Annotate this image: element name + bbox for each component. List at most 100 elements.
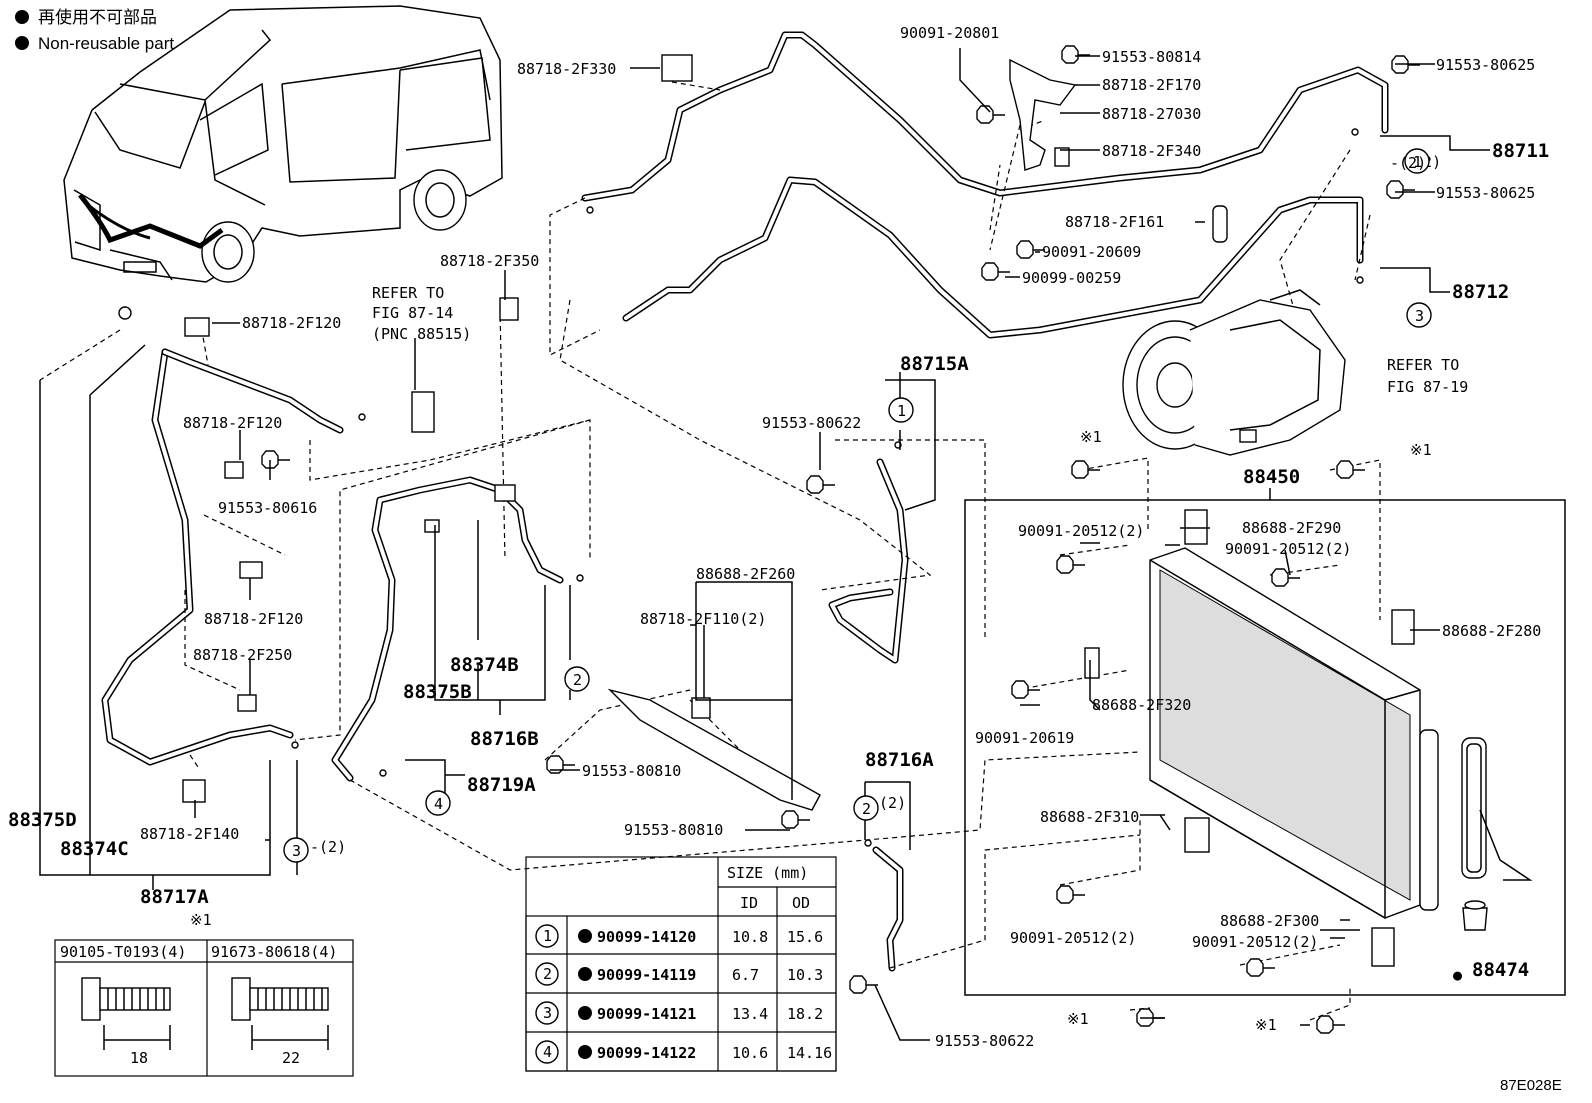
circle-label: 2 — [573, 671, 582, 689]
pipes — [101, 31, 1389, 972]
callout: 90091-20619 — [975, 729, 1074, 747]
oring-number-circle — [535, 962, 559, 986]
bolt-icon — [1056, 555, 1085, 574]
clamp-icon — [1054, 147, 1070, 167]
bracket-icon — [1184, 817, 1210, 853]
clamp-icon — [182, 779, 206, 803]
bracket-icon — [607, 688, 821, 811]
id-header: ID — [740, 894, 758, 912]
callout: 88374B — [450, 654, 519, 676]
callout: 90091-20512(2) — [1010, 929, 1136, 947]
oring-icon — [586, 206, 594, 214]
sensor-icon — [411, 391, 435, 433]
callout: 88718-2F120 — [183, 414, 282, 432]
bolt-table: 90105-T0193(4) 91673-80618(4) 18 22 — [54, 939, 354, 1077]
bolt-icon — [1056, 885, 1085, 904]
reference-line: REFER TO — [1387, 356, 1459, 374]
callout: 88716B — [470, 728, 539, 750]
bolts — [261, 45, 1420, 1034]
clamp-icon — [661, 54, 693, 82]
bolt-icon — [231, 977, 329, 1050]
oring-part-number: 90099-14119 — [597, 966, 696, 984]
oring-od: 14.16 — [787, 1044, 832, 1062]
oring-icon — [864, 839, 872, 847]
non-reusable-marker-icon — [15, 10, 29, 24]
bolt-icon — [1271, 568, 1300, 587]
references: REFER TO FIG 87-14 (PNC 88515) REFER TO … — [372, 284, 1468, 396]
bolt-icon — [1016, 240, 1045, 259]
bolt-icon — [1316, 1015, 1345, 1034]
oring-part-number: 90099-14120 — [597, 928, 696, 946]
callout: 88718-2F161 — [1065, 213, 1164, 231]
callout: 88718-2F330 — [517, 60, 616, 78]
callout: 88718-2F250 — [193, 646, 292, 664]
callout: 91553-80622 — [935, 1032, 1034, 1050]
part-shapes — [118, 54, 1488, 967]
bracket-icon — [1371, 927, 1395, 967]
reference-line: (PNC 88515) — [372, 325, 471, 343]
callout: -(2) — [1390, 154, 1426, 172]
callout: 88374C — [60, 838, 129, 860]
callout: 88718-2F110(2) — [640, 610, 766, 628]
bolt-icon — [261, 450, 290, 469]
callout: 91553-80625 — [1436, 56, 1535, 74]
oring-id: 13.4 — [732, 1005, 768, 1023]
oring-number-circle — [535, 1040, 559, 1064]
bolt-length: 22 — [282, 1049, 300, 1067]
clamp-icon — [224, 461, 244, 479]
callout: 91553-80810 — [582, 762, 681, 780]
callout: 91553-80616 — [218, 499, 317, 517]
circle-label: 3 — [1415, 307, 1424, 325]
callout: ※1 — [1067, 1010, 1089, 1028]
callout: 88718-2F140 — [140, 825, 239, 843]
callout: 90099-00259 — [1022, 269, 1121, 287]
callout: 88688-2F310 — [1040, 808, 1139, 826]
non-reusable-marker-icon — [578, 1006, 592, 1020]
bolt-part-number: 91673-80618(4) — [211, 943, 337, 961]
callout: 88718-2F120 — [242, 314, 341, 332]
van-illustration — [63, 5, 503, 283]
callout: 88712 — [1452, 281, 1509, 303]
callout: 88375D — [8, 809, 77, 831]
callout: 90091-20609 — [1042, 243, 1141, 261]
bracket-icon — [1009, 58, 1077, 171]
bolt-icon — [806, 475, 835, 494]
callout: 88688-2F260 — [696, 565, 795, 583]
callout: 88718-27030 — [1102, 105, 1201, 123]
od-header: OD — [792, 894, 810, 912]
bolt-icon — [1386, 180, 1415, 199]
callout: 90091-20512(2) — [1225, 540, 1351, 558]
compressor-icon — [1122, 289, 1346, 456]
bolt-icon — [981, 262, 1010, 281]
callout: 88450 — [1243, 466, 1300, 488]
clamp-icon — [239, 561, 263, 579]
callout: 88718-2F170 — [1102, 76, 1201, 94]
bolt-icon — [1336, 460, 1365, 479]
circle-label: 3 — [292, 842, 301, 860]
reference-line: FIG 87-14 — [372, 304, 453, 322]
non-reusable-marker-icon — [578, 967, 592, 981]
clamp-icon — [237, 694, 257, 712]
oring-part-number: 90099-14122 — [597, 1044, 696, 1062]
callout: 90091-20512(2) — [1192, 933, 1318, 951]
callout: 91553-80622 — [762, 414, 861, 432]
non-reusable-marker-icon — [578, 929, 592, 943]
bolt-icon — [1246, 958, 1275, 977]
size-header: SIZE (mm) — [727, 864, 808, 882]
oring-icon — [379, 769, 387, 777]
callouts: 88718-2F330 90091-20801 91553-80814 8871… — [8, 24, 1549, 1050]
oring-number: 3 — [543, 1004, 552, 1022]
callout: 88717A — [140, 886, 209, 908]
cap-icon — [118, 306, 132, 320]
oring-number: 1 — [543, 927, 552, 945]
oring-icon — [1351, 128, 1359, 136]
callout: 88688-2F320 — [1092, 696, 1191, 714]
callout: 90091-20512(2) — [1018, 522, 1144, 540]
callout: 88711 — [1492, 140, 1549, 162]
desiccant-icon — [1461, 737, 1488, 931]
oring-id: 10.6 — [732, 1044, 768, 1062]
callout: 88474 — [1472, 959, 1529, 981]
oring-number-circle — [535, 924, 559, 948]
non-reusable-marker-icon — [15, 36, 29, 50]
bolt-icon — [976, 105, 1005, 124]
